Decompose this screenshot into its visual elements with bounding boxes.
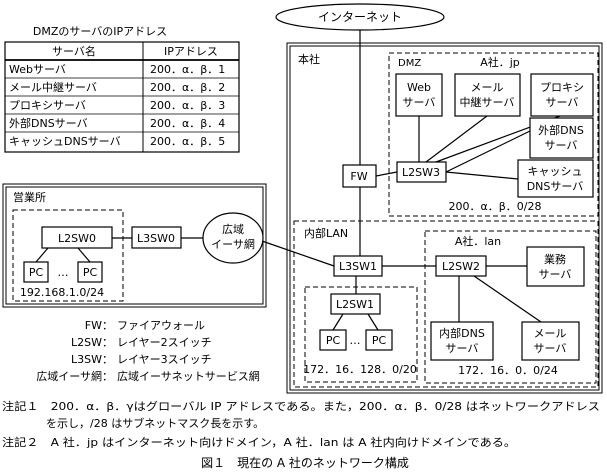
internal-lan-zone bbox=[293, 220, 599, 388]
l3sw0-switch bbox=[131, 226, 182, 249]
pc bbox=[23, 261, 49, 283]
internal-dns-label: 内部DNS bbox=[439, 326, 485, 340]
sales-office-subnet: 192.168.1.0/24 bbox=[20, 286, 104, 299]
pc bbox=[77, 261, 103, 283]
table-cell-ip: 200．α．β．3 bbox=[150, 99, 225, 112]
pc-label: PC bbox=[372, 334, 387, 347]
cache-dns-label: キャッシュ bbox=[528, 165, 583, 178]
mail-server bbox=[521, 321, 580, 361]
external-dns-server bbox=[529, 117, 594, 159]
pc-lan-zone bbox=[304, 286, 418, 383]
l2sw2-switch bbox=[435, 255, 487, 277]
wide-area-ethernet bbox=[202, 212, 264, 264]
table-cell-name: キャッシュDNSサーバ bbox=[9, 135, 121, 148]
dmz-label: DMZ bbox=[398, 58, 421, 69]
dmz-subnet: 200．α．β．0/28 bbox=[449, 200, 542, 213]
ellipsis: … bbox=[58, 266, 69, 279]
sales-office-lan bbox=[12, 209, 124, 302]
legend-abbr: L3SW： bbox=[71, 353, 113, 366]
table-cell-ip: 200．α．β．2 bbox=[150, 81, 225, 94]
head-office-frame bbox=[286, 42, 603, 394]
note-1-continued: を示し，/28 はサブネットマスク長を示す。 bbox=[46, 416, 264, 430]
pc-label: PC bbox=[83, 266, 98, 279]
proxy-server bbox=[530, 73, 594, 117]
alan-subnet: 172．16．0．0/24 bbox=[458, 364, 558, 377]
firewall bbox=[342, 164, 377, 188]
mail-server-label: メール bbox=[534, 327, 567, 340]
mail-server-label: サーバ bbox=[534, 342, 567, 355]
note-2: 注記２ A 社．jp はインターネット向けドメイン，A 社．lan は A 社内… bbox=[2, 435, 516, 449]
table-cell-ip: 200．α．β．1 bbox=[150, 63, 225, 76]
business-server-label: サーバ bbox=[539, 268, 572, 281]
l2sw1-switch bbox=[330, 293, 381, 315]
cache-dns-label: DNSサーバ bbox=[527, 180, 584, 193]
internal-dns-label: サーバ bbox=[446, 342, 479, 355]
alan-domain: A社．lan bbox=[455, 234, 501, 248]
table-header-name: サーバ名 bbox=[52, 44, 96, 58]
legend-desc: ファイアウォール bbox=[117, 319, 205, 332]
table-cell-name: 外部DNSサーバ bbox=[9, 116, 88, 130]
sales-office-frame bbox=[2, 183, 267, 308]
backbone-links bbox=[112, 30, 436, 294]
legend: FW： ファイアウォール L2SW： レイヤー2スイッチ L3SW： レイヤー3… bbox=[36, 319, 260, 383]
mail-relay-label: メール bbox=[471, 81, 504, 94]
internal-lan-label: 内部LAN bbox=[304, 226, 348, 240]
web-server bbox=[395, 73, 443, 117]
pc-lan-subnet: 172．16．128．0/20 bbox=[303, 363, 417, 376]
legend-abbr: 広域イーサ網： bbox=[36, 369, 113, 383]
l3sw0-label: L3SW0 bbox=[137, 232, 175, 245]
dmz-domain: A社．jp bbox=[480, 55, 520, 69]
figure-caption: 図１ 現在の A 社のネットワーク構成 bbox=[201, 455, 409, 470]
pc bbox=[365, 329, 393, 351]
l2sw3-label: L2SW3 bbox=[402, 166, 440, 179]
ip-address-table: DMZのサーバのIPアドレス サーバ名 IPアドレス Webサーバ 200．α．… bbox=[4, 25, 240, 153]
sales-office-label: 営業所 bbox=[13, 190, 46, 204]
l2sw0-label: L2SW0 bbox=[58, 232, 96, 245]
l3sw1-switch bbox=[333, 255, 383, 277]
firewall-label: FW bbox=[350, 170, 367, 183]
legend-desc: レイヤー3スイッチ bbox=[117, 353, 212, 366]
business-server-label: 業務 bbox=[544, 252, 566, 266]
business-server bbox=[526, 246, 585, 287]
l2sw1-label: L2SW1 bbox=[336, 298, 374, 311]
l2sw0-switch bbox=[41, 226, 113, 249]
external-dns-label: サーバ bbox=[545, 139, 578, 152]
legend-abbr: FW： bbox=[85, 319, 113, 332]
pc-label: PC bbox=[29, 266, 44, 279]
internal-dns-server bbox=[430, 321, 494, 361]
note-1: 注記１ 200．α．β．γはグローバル IP アドレスである。また，200．α．… bbox=[2, 399, 600, 413]
external-dns-label: 外部DNS bbox=[538, 123, 584, 137]
internet-label: インターネット bbox=[318, 10, 402, 24]
legend-abbr: L2SW： bbox=[71, 336, 113, 349]
ellipsis: … bbox=[350, 334, 361, 347]
wan-label: 広域 bbox=[222, 223, 244, 236]
table-cell-name: Webサーバ bbox=[9, 63, 66, 76]
pc-label: PC bbox=[326, 334, 341, 347]
legend-desc: レイヤー2スイッチ bbox=[117, 336, 212, 349]
legend-desc: 広域イーサネットサービス網 bbox=[117, 369, 260, 383]
alan-zone bbox=[424, 230, 597, 384]
dmz-zone bbox=[388, 52, 599, 217]
web-server-label: Web bbox=[407, 81, 431, 94]
table-cell-name: プロキシサーバ bbox=[9, 99, 86, 112]
pc bbox=[319, 329, 347, 351]
web-server-label: サーバ bbox=[403, 96, 436, 109]
wan-label: イーサ網 bbox=[211, 237, 255, 251]
l2sw2-label: L2SW2 bbox=[442, 260, 480, 273]
mail-relay-server bbox=[454, 73, 521, 117]
cache-dns-server bbox=[517, 159, 594, 198]
table-title: DMZのサーバのIPアドレス bbox=[33, 25, 167, 38]
head-office-label: 本社 bbox=[298, 52, 320, 66]
proxy-server-label: プロキシ bbox=[540, 81, 584, 94]
l3sw1-label: L3SW1 bbox=[339, 260, 377, 273]
table-header-ip: IPアドレス bbox=[164, 45, 218, 58]
internal-lan-links bbox=[332, 265, 542, 331]
table-cell-ip: 200．α．β．4 bbox=[150, 117, 225, 130]
mail-relay-label: 中継サーバ bbox=[460, 95, 515, 109]
proxy-server-label: サーバ bbox=[546, 96, 579, 109]
sales-office-links bbox=[35, 247, 91, 263]
table-cell-ip: 200．α．β．5 bbox=[150, 135, 225, 148]
table-cell-name: メール中継サーバ bbox=[9, 80, 97, 94]
